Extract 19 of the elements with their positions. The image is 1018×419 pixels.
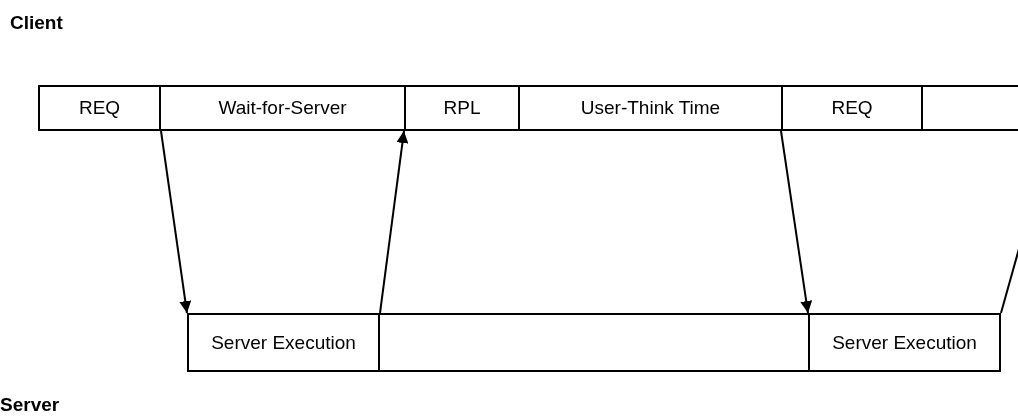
process-box: [404, 85, 520, 131]
process-box: [518, 85, 783, 131]
box-label: REQ: [78, 97, 121, 119]
arrow: [379, 130, 409, 314]
process-box: [38, 85, 161, 131]
process-box: [159, 85, 406, 131]
box-label: REQ: [831, 97, 873, 119]
box-label: Wait-for-Server: [218, 97, 347, 119]
lane-label: Client: [10, 12, 63, 34]
arrow: [160, 130, 192, 314]
arrow: [780, 130, 813, 314]
box-label: RPL: [443, 97, 481, 119]
box-label: Server Execution: [211, 331, 356, 354]
process-box: [781, 85, 923, 131]
process-box: [187, 313, 380, 372]
box-label: Server Execution: [832, 331, 977, 354]
box-label: User-Think Time: [580, 97, 721, 119]
lane-label: Server: [0, 394, 60, 416]
process-box: [808, 313, 1001, 372]
